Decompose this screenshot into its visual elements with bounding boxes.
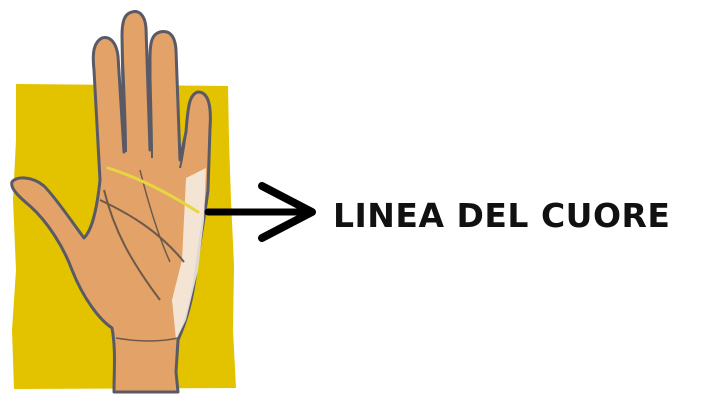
heart-line-label: LINEA DEL CUORE [333,196,670,236]
